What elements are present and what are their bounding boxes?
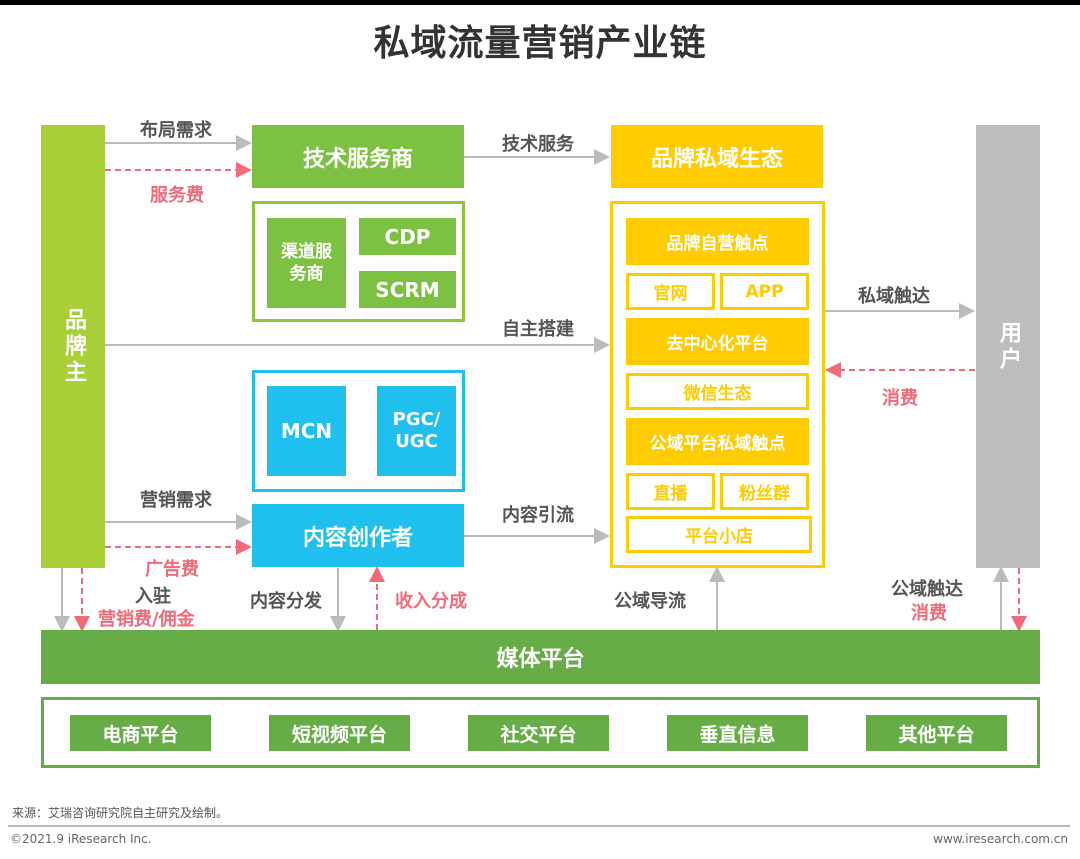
label-content-distribution: 内容分发 [250, 591, 322, 612]
label-content-traffic: 内容引流 [502, 505, 574, 526]
brand-ecosystem-node: 品牌私域生态 [611, 125, 823, 188]
media-platform-node: 媒体平台 [41, 630, 1040, 684]
wechat-ecosystem-box: 微信生态 [626, 373, 809, 410]
label-service-fee: 服务费 [150, 185, 204, 206]
channel-provider-box: 渠道服务商 [267, 218, 346, 308]
label-private-reach: 私域触达 [858, 286, 930, 307]
label-marketing-fee: 营销费/佣金 [98, 609, 195, 630]
app-box: APP [720, 273, 809, 310]
label-ad-fee: 广告费 [145, 559, 199, 580]
brand-ecosystem-frame: 品牌自营触点 官网 APP 去中心化平台 微信生态 公域平台私域触点 直播 粉丝… [610, 201, 825, 568]
tech-provider-node: 技术服务商 [252, 125, 464, 188]
label-public-consume: 消费 [911, 603, 947, 624]
copyright: ©2021.9 iResearch Inc. [10, 832, 152, 846]
decentralized-platform-header: 去中心化平台 [626, 318, 809, 365]
social-platform-box: 社交平台 [468, 715, 609, 751]
ecommerce-platform-box: 电商平台 [70, 715, 211, 751]
label-tech-service: 技术服务 [502, 134, 574, 155]
content-creator-frame: MCN PGC/ UGC [252, 370, 465, 492]
livestream-box: 直播 [626, 473, 715, 510]
label-layout-demand: 布局需求 [140, 120, 212, 141]
source-note: 来源：艾瑞咨询研究院自主研究及绘制。 [12, 806, 229, 820]
media-platforms-frame: 电商平台 短视频平台 社交平台 垂直信息 其他平台 [41, 697, 1040, 768]
self-operated-touchpoints-header: 品牌自营触点 [626, 218, 809, 265]
label-self-build: 自主搭建 [502, 319, 574, 340]
scrm-box: SCRM [359, 271, 456, 308]
vertical-info-box: 垂直信息 [667, 715, 808, 751]
website-link[interactable]: www.iresearch.com.cn [933, 832, 1068, 846]
pgc-ugc-box: PGC/ UGC [377, 386, 456, 476]
fan-group-box: 粉丝群 [720, 473, 809, 510]
label-public-traffic: 公域导流 [614, 591, 686, 612]
label-public-reach: 公域触达 [891, 579, 963, 600]
footer-divider [8, 825, 1070, 827]
mcn-box: MCN [267, 386, 346, 476]
user-label: 用户 [996, 320, 1021, 373]
other-platform-box: 其他平台 [866, 715, 1007, 751]
user-node: 用户 [976, 125, 1040, 568]
label-consume: 消费 [882, 388, 918, 409]
official-site-box: 官网 [626, 273, 715, 310]
brand-owner-label: 品牌主 [61, 307, 86, 386]
public-platform-touchpoints-header: 公域平台私域触点 [626, 418, 809, 465]
short-video-platform-box: 短视频平台 [269, 715, 410, 751]
top-bar [0, 0, 1080, 5]
tech-provider-frame: 渠道服务商 CDP SCRM [252, 201, 465, 322]
content-creator-node: 内容创作者 [252, 504, 464, 567]
cdp-box: CDP [359, 218, 456, 255]
brand-owner-node: 品牌主 [41, 125, 105, 568]
platform-store-box: 平台小店 [626, 516, 812, 553]
label-settle-in: 入驻 [135, 586, 171, 607]
label-marketing-demand: 营销需求 [140, 490, 212, 511]
label-revenue-share: 收入分成 [395, 591, 467, 612]
page-title: 私域流量营销产业链 [373, 23, 707, 64]
